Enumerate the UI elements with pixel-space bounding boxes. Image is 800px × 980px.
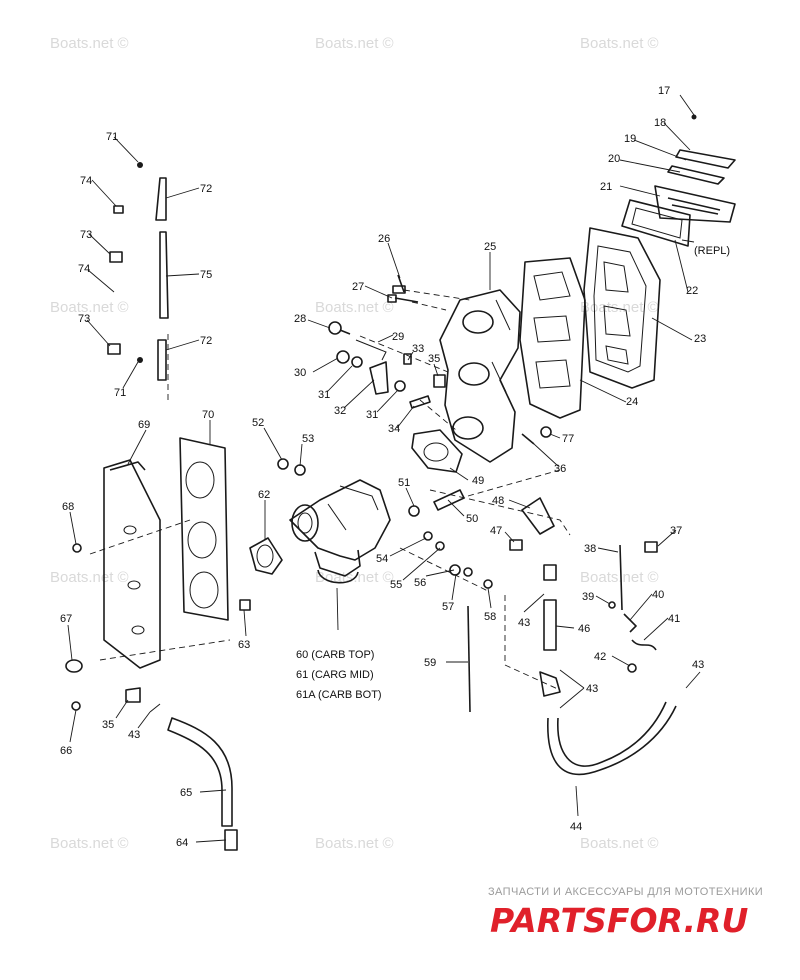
leader-lines: [67, 94, 701, 843]
reed-assembly: [621, 114, 736, 247]
callout-49: 49: [472, 475, 484, 487]
brand-logo: PARTSFOR.RU: [490, 901, 748, 940]
callout-63: 63: [238, 639, 250, 651]
callout-18: 18: [654, 117, 666, 129]
callout-37: 37: [670, 525, 682, 537]
callout-39: 39: [582, 591, 594, 603]
callout-19: 19: [624, 133, 636, 145]
callout-36: 36: [554, 463, 566, 475]
callout-57: 57: [442, 601, 454, 613]
watermark: Boats.net ©: [315, 35, 394, 52]
watermark: Boats.net ©: [50, 299, 129, 316]
repl-note: (REPL): [694, 245, 730, 257]
callout-17: 17: [658, 85, 670, 97]
callout-34: 34: [388, 423, 400, 435]
callout-75: 75: [200, 269, 212, 281]
callout-72b: 72: [200, 335, 212, 347]
callout-42: 42: [594, 651, 606, 663]
callout-69: 69: [138, 419, 150, 431]
callout-30: 30: [294, 367, 306, 379]
callout-71a: 71: [106, 131, 118, 143]
callout-31a: 31: [318, 389, 330, 401]
watermark: Boats.net ©: [50, 35, 129, 52]
callout-40: 40: [652, 589, 664, 601]
bolt-26: [397, 274, 405, 293]
watermark: Boats.net ©: [50, 835, 129, 852]
callout-64: 64: [176, 837, 188, 849]
callout-35a: 35: [428, 353, 440, 365]
callout-43b: 43: [518, 617, 530, 629]
linkage-hardware: [328, 321, 446, 409]
brand-tagline: ЗАПЧАСТИ И АКСЕССУАРЫ ДЛЯ МОТОТЕХНИКИ: [488, 886, 764, 898]
carb-top-label: 60 (CARB TOP): [296, 649, 374, 661]
callout-47: 47: [490, 525, 502, 537]
callout-51: 51: [398, 477, 410, 489]
bolt-head-26: [392, 285, 406, 294]
callout-73b: 73: [78, 313, 90, 325]
callout-22: 22: [686, 285, 698, 297]
callout-35b: 35: [102, 719, 114, 731]
carb-bot-label: 61A (CARB BOT): [296, 689, 382, 701]
watermark: Boats.net ©: [580, 299, 659, 316]
carburetor: [277, 458, 391, 584]
callout-70: 70: [202, 409, 214, 421]
air-silencer: [103, 437, 229, 669]
intake-gasket: [519, 257, 586, 419]
callout-53: 53: [302, 433, 314, 445]
callout-71b: 71: [114, 387, 126, 399]
callout-31b: 31: [366, 409, 378, 421]
callout-27: 27: [352, 281, 364, 293]
callout-74a: 74: [80, 175, 92, 187]
callout-50: 50: [466, 513, 478, 525]
watermark: Boats.net ©: [315, 299, 394, 316]
callout-62: 62: [258, 489, 270, 501]
callout-20: 20: [608, 153, 620, 165]
callout-29: 29: [392, 331, 404, 343]
watermark: Boats.net ©: [580, 569, 659, 586]
callout-48: 48: [492, 495, 504, 507]
callout-24: 24: [626, 396, 638, 408]
callout-38: 38: [584, 543, 596, 555]
callout-33: 33: [412, 343, 424, 355]
callout-65: 65: [180, 787, 192, 799]
brand-logo-text: PARTSFOR.RU: [490, 901, 748, 940]
part-drawings: [65, 114, 736, 851]
callout-68: 68: [62, 501, 74, 513]
callout-43a: 43: [128, 729, 140, 741]
callout-21: 21: [600, 181, 612, 193]
callout-77: 77: [562, 433, 574, 445]
callout-25: 25: [484, 241, 496, 253]
intake-manifold: [439, 289, 521, 463]
watermark: Boats.net ©: [580, 835, 659, 852]
callout-44: 44: [570, 821, 582, 833]
callout-41: 41: [668, 613, 680, 625]
callout-26: 26: [378, 233, 390, 245]
callout-32: 32: [334, 405, 346, 417]
link-rod-assembly: [107, 162, 169, 381]
callout-43c: 43: [586, 683, 598, 695]
callout-58: 58: [484, 611, 496, 623]
carb-mid-label: 61 (CARG MID): [296, 669, 374, 681]
callout-43d: 43: [692, 659, 704, 671]
callout-73a: 73: [80, 229, 92, 241]
callout-46: 46: [578, 623, 590, 635]
callout-72a: 72: [200, 183, 212, 195]
callout-66: 66: [60, 745, 72, 757]
callout-55: 55: [390, 579, 402, 591]
callout-56: 56: [414, 577, 426, 589]
callout-74b: 74: [78, 263, 90, 275]
callout-67: 67: [60, 613, 72, 625]
callout-23: 23: [694, 333, 706, 345]
watermark: Boats.net ©: [50, 569, 129, 586]
watermark: Boats.net ©: [580, 35, 659, 52]
callout-52: 52: [252, 417, 264, 429]
callout-54: 54: [376, 553, 388, 565]
callout-28: 28: [294, 313, 306, 325]
callout-labels: 17 18 19 20 21 (REPL) 22 23 24 25 26 27 …: [60, 85, 730, 849]
watermark: Boats.net ©: [315, 835, 394, 852]
callout-59: 59: [424, 657, 436, 669]
